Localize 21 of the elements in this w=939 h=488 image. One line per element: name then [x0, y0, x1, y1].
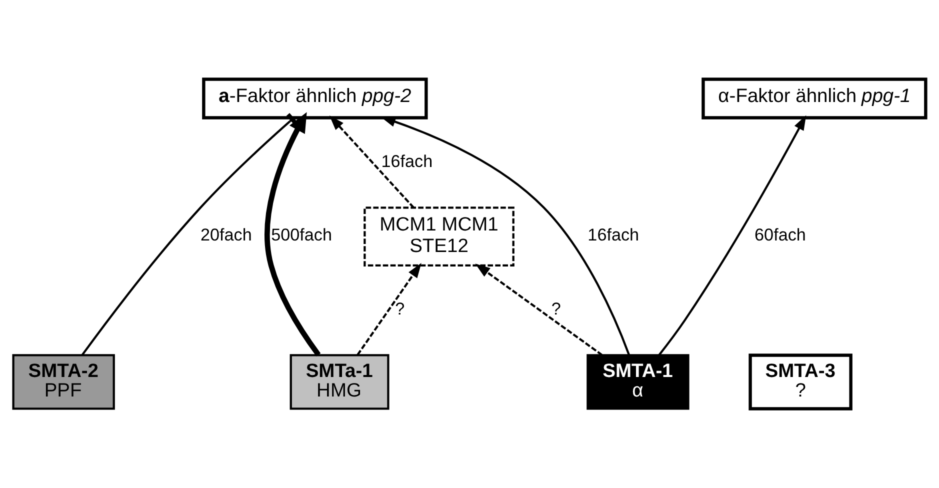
edge-label: ?	[551, 299, 561, 318]
node-box: a-Faktor ähnlich ppg-2	[202, 78, 428, 120]
arrow	[658, 115, 806, 356]
edge-label: 16fach	[381, 152, 433, 171]
arrow	[380, 116, 630, 356]
edge-label: ?	[395, 299, 405, 318]
arrow	[264, 112, 321, 356]
arrow	[356, 262, 422, 356]
edge-label: 16fach	[588, 226, 640, 245]
connector	[81, 113, 298, 356]
node-box: α-Faktor ähnlich ppg-1	[702, 78, 928, 120]
edge-label: 20fach	[200, 226, 252, 245]
arrow	[475, 264, 603, 356]
node-box: MCM1 MCM1 STE12	[364, 206, 514, 266]
node-box: SMTA-1 α	[586, 354, 690, 410]
node-box: SMTA-3 ?	[748, 354, 852, 410]
node-box: SMTa-1 HMG	[290, 354, 390, 410]
edge-label: 60fach	[754, 226, 806, 245]
arrow	[329, 115, 414, 208]
node-box: SMTA-2 PPF	[12, 354, 115, 410]
edge-label: 500fach	[271, 226, 332, 245]
